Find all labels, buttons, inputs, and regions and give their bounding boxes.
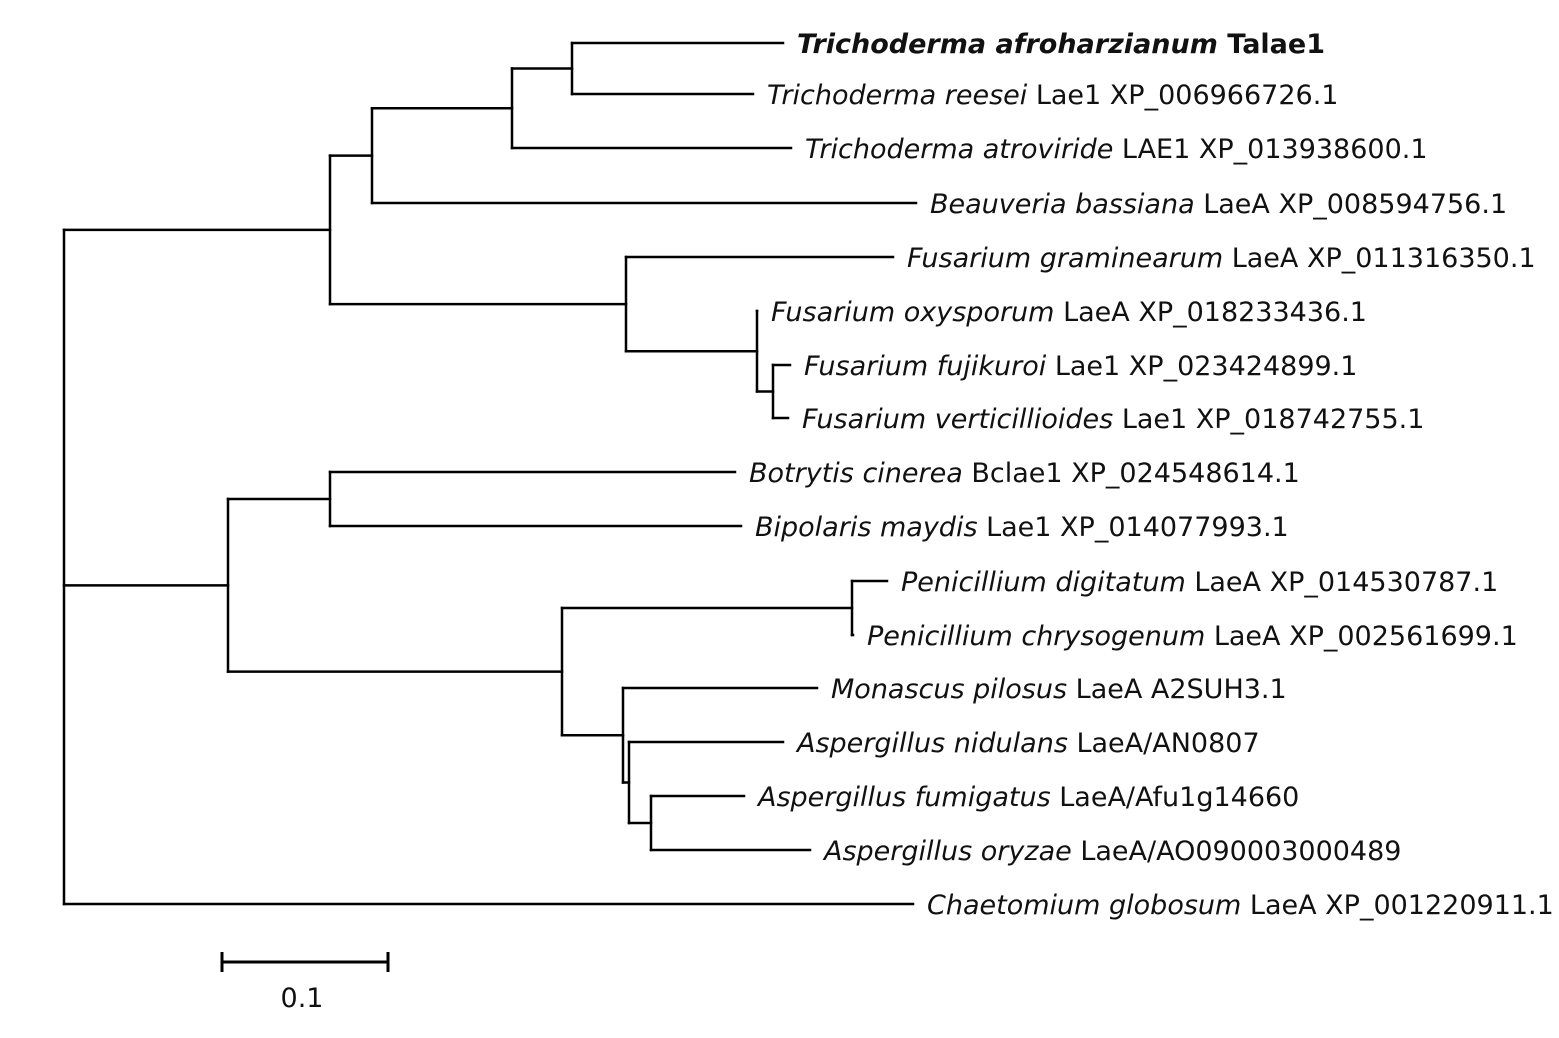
species-name: Trichoderma afroharzianum	[797, 29, 1218, 60]
leaf-label: Trichoderma atroviride LAE1 XP_013938600…	[805, 134, 1428, 165]
leaf-label: Fusarium oxysporum LaeA XP_018233436.1	[771, 297, 1367, 328]
leaf-label: Aspergillus fumigatus LaeA/Afu1g14660	[756, 782, 1299, 813]
gene-id: Bclae1 XP_024548614.1	[963, 458, 1300, 489]
species-name: Beauveria bassiana	[930, 189, 1195, 220]
scale-bar: 0.1	[220, 952, 390, 1014]
leaf-label: Penicillium chrysogenum LaeA XP_00256169…	[867, 621, 1518, 652]
gene-id: LaeA A2SUH3.1	[1067, 674, 1287, 705]
species-name: Aspergillus nidulans	[795, 728, 1068, 759]
scale-bar-label: 0.1	[281, 983, 324, 1014]
leaf-label: Chaetomium globosum LaeA XP_001220911.1	[927, 890, 1554, 921]
gene-id: LaeA XP_002561699.1	[1205, 621, 1517, 652]
gene-id: LaeA/AO090003000489	[1072, 836, 1402, 867]
gene-id: LaeA/AN0807	[1068, 728, 1260, 759]
gene-id: LaeA XP_011316350.1	[1223, 243, 1535, 274]
gene-id: Lae1 XP_006966726.1	[1027, 80, 1338, 111]
leaf-label: Botrytis cinerea Bclae1 XP_024548614.1	[749, 458, 1300, 489]
leaf-label: Monascus pilosus LaeA A2SUH3.1	[831, 674, 1287, 705]
gene-id: Talae1	[1218, 29, 1325, 60]
species-name: Botrytis cinerea	[749, 458, 963, 489]
leaf-labels: Trichoderma afroharzianum Talae1Trichode…	[749, 29, 1554, 921]
leaf-label: Bipolaris maydis Lae1 XP_014077993.1	[755, 512, 1289, 543]
gene-id: Lae1 XP_018742755.1	[1113, 404, 1424, 435]
tree-branches	[62, 41, 918, 906]
gene-id: LaeA/Afu1g14660	[1051, 782, 1300, 813]
leaf-label: Fusarium graminearum LaeA XP_011316350.1	[907, 243, 1536, 274]
leaf-label: Aspergillus nidulans LaeA/AN0807	[795, 728, 1260, 759]
leaf-label: Trichoderma afroharzianum Talae1	[797, 29, 1325, 60]
gene-id: Lae1 XP_014077993.1	[978, 512, 1289, 543]
species-name: Aspergillus fumigatus	[756, 782, 1051, 813]
species-name: Chaetomium globosum	[927, 890, 1241, 921]
gene-id: LaeA XP_008594756.1	[1195, 189, 1507, 220]
species-name: Penicillium chrysogenum	[867, 621, 1205, 652]
species-name: Monascus pilosus	[831, 674, 1067, 705]
leaf-label: Fusarium fujikuroi Lae1 XP_023424899.1	[804, 351, 1357, 382]
species-name: Trichoderma atroviride	[805, 134, 1113, 165]
gene-id: Lae1 XP_023424899.1	[1046, 351, 1357, 382]
species-name: Fusarium graminearum	[907, 243, 1223, 274]
gene-id: LaeA XP_001220911.1	[1241, 890, 1553, 921]
leaf-label: Aspergillus oryzae LaeA/AO090003000489	[822, 836, 1401, 867]
leaf-label: Penicillium digitatum LaeA XP_014530787.…	[901, 567, 1498, 598]
gene-id: LAE1 XP_013938600.1	[1113, 134, 1427, 165]
species-name: Bipolaris maydis	[755, 512, 978, 543]
species-name: Fusarium oxysporum	[771, 297, 1054, 328]
leaf-label: Beauveria bassiana LaeA XP_008594756.1	[930, 189, 1507, 220]
species-name: Aspergillus oryzae	[822, 836, 1072, 867]
leaf-label: Fusarium verticillioides Lae1 XP_0187427…	[802, 404, 1424, 435]
species-name: Fusarium fujikuroi	[804, 351, 1047, 382]
gene-id: LaeA XP_018233436.1	[1054, 297, 1366, 328]
species-name: Trichoderma reesei	[767, 80, 1028, 111]
species-name: Fusarium verticillioides	[802, 404, 1113, 435]
leaf-label: Trichoderma reesei Lae1 XP_006966726.1	[767, 80, 1338, 111]
gene-id: LaeA XP_014530787.1	[1186, 567, 1498, 598]
species-name: Penicillium digitatum	[901, 567, 1186, 598]
